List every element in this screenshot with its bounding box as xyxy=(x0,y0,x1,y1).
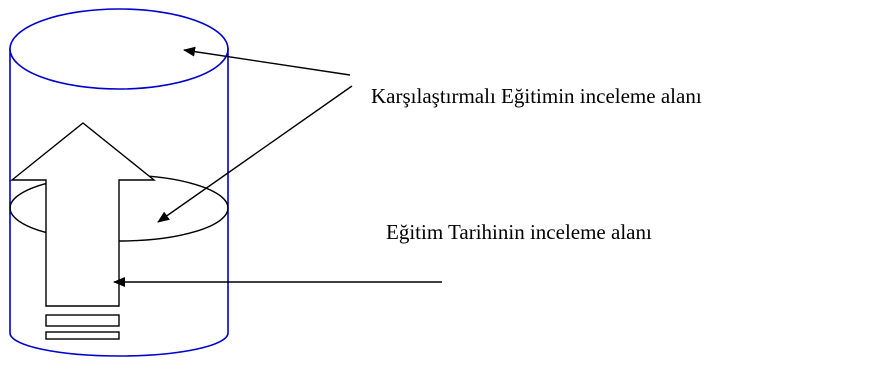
cylinder-top-ellipse xyxy=(9,8,229,90)
cylinder xyxy=(9,8,229,357)
pointer-arrow-top xyxy=(183,46,351,76)
up-arrow-shape xyxy=(10,122,156,307)
bar-upper xyxy=(45,314,120,327)
cylinder-body-outline xyxy=(9,48,229,357)
pointer-arrow-ellipse xyxy=(157,85,353,223)
education-history-label: Eğitim Tarihinin inceleme alanı xyxy=(386,220,652,244)
bar-lower xyxy=(45,331,120,340)
comparative-education-label: Karşılaştırmalı Eğitimin inceleme alanı xyxy=(371,84,702,108)
